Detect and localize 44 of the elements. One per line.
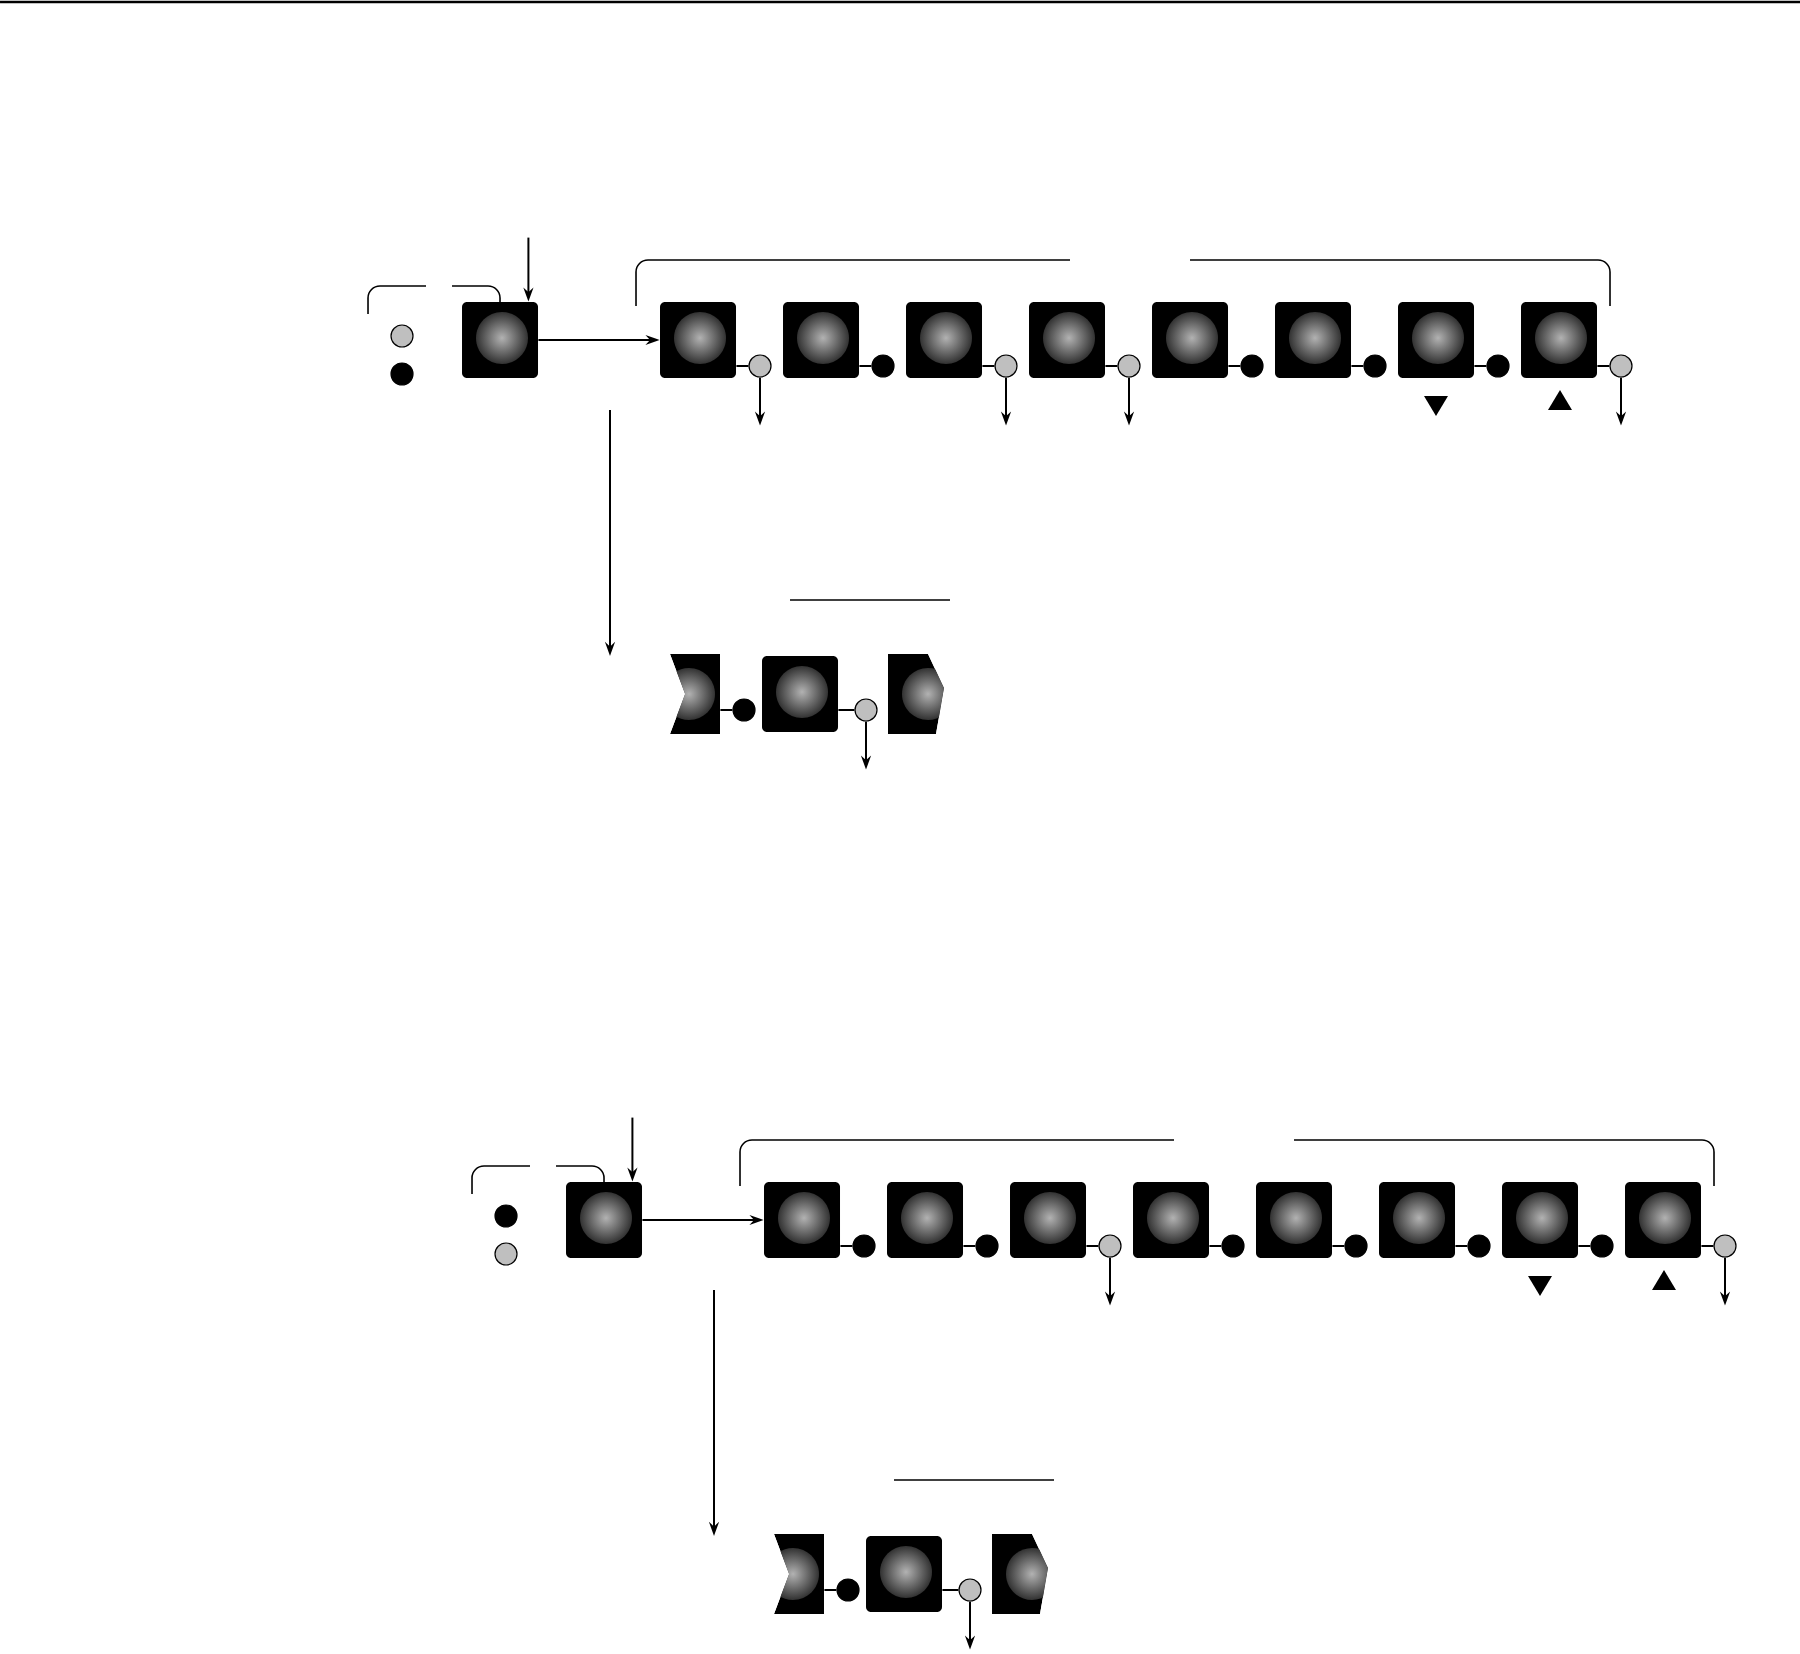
indicator-led [1486,354,1510,378]
indicator-led [1117,354,1141,378]
connector-line [1227,365,1242,367]
connector-line [719,709,734,711]
indicator-led [390,324,414,348]
indicator-led [390,362,414,386]
indicator-led [1609,354,1633,378]
indicator-led [1098,1234,1122,1258]
indicator-led [871,354,895,378]
indicator-led [1713,1234,1737,1258]
connector-line [1700,1245,1715,1247]
connector-line [1208,1245,1223,1247]
indicator-led [494,1204,518,1228]
connector-line [981,365,996,367]
connector-line [1331,1245,1346,1247]
indicator-led [852,1234,876,1258]
connector-line [1085,1245,1100,1247]
connector-line [823,1589,838,1591]
connector-line [837,709,856,711]
connector-line [735,365,750,367]
indicator-led [494,1242,518,1266]
indicator-led [1467,1234,1491,1258]
connector-line [1577,1245,1592,1247]
indicator-led [975,1234,999,1258]
indicator-led [748,354,772,378]
connector-line [1454,1245,1469,1247]
indicator-led [1363,354,1387,378]
connector-line [1473,365,1488,367]
connector-line [941,1589,960,1591]
indicator-led [1344,1234,1368,1258]
indicator-led [1221,1234,1245,1258]
connector-line [962,1245,977,1247]
connector-line [1596,365,1611,367]
indicator-led [854,698,878,722]
indicator-led [836,1578,860,1602]
indicator-led [994,354,1018,378]
indicator-led [958,1578,982,1602]
connector-line [839,1245,854,1247]
indicator-led [1590,1234,1614,1258]
connector-line [1104,365,1119,367]
indicator-led [732,698,756,722]
connector-line [858,365,873,367]
indicator-led [1240,354,1264,378]
connector-line [1350,365,1365,367]
